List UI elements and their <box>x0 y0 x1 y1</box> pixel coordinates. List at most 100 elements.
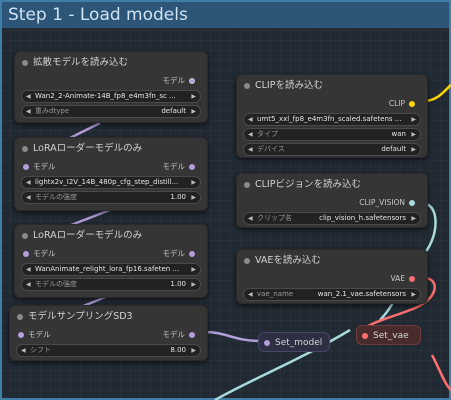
arrow-right-icon[interactable]: ▶ <box>191 266 196 273</box>
input-dot-icon[interactable] <box>23 251 29 257</box>
output-label: VAE <box>390 274 405 283</box>
output-port-model[interactable]: モデル <box>163 74 195 88</box>
collapse-dot-icon[interactable] <box>17 314 23 320</box>
node-title[interactable]: LoRAローダーモデルのみ <box>15 138 207 160</box>
arrow-left-icon[interactable]: ◀ <box>248 116 253 123</box>
node-diffusion-loader[interactable]: 拡散モデルを読み込む モデル ◀ Wan2_2-Animate-14B_fp8_… <box>14 51 208 123</box>
arrow-right-icon[interactable]: ▶ <box>411 131 416 138</box>
arrow-right-icon[interactable]: ▶ <box>191 179 196 186</box>
widget-lora-name[interactable]: ◀ lightx2v_I2V_14B_480p_cfg_step_distill… <box>21 176 201 189</box>
widget-type[interactable]: ◀ タイプ wan ▶ <box>243 128 421 141</box>
widget-label: 重みdtype <box>35 107 70 115</box>
arrow-right-icon[interactable]: ▶ <box>411 116 416 123</box>
widget-value: wan_2.1_vae.safetensors <box>317 290 406 298</box>
arrow-right-icon[interactable]: ▶ <box>411 215 416 222</box>
collapse-dot-icon[interactable] <box>22 60 28 66</box>
node-title[interactable]: モデルサンプリングSD3 <box>10 306 207 328</box>
node-clip-vision-loader[interactable]: CLIPビジョンを読み込む CLIP_VISION ◀ クリップ名 clip_v… <box>236 173 428 228</box>
input-dot-icon[interactable] <box>23 164 29 170</box>
widget-clip-name[interactable]: ◀ umt5_xxl_fp8_e4m3fn_scaled.safetens ..… <box>243 113 421 126</box>
output-dot-icon[interactable] <box>189 332 195 338</box>
input-port-model[interactable]: モデル <box>23 160 56 174</box>
collapse-dot-icon[interactable] <box>22 146 28 152</box>
group-title[interactable]: Step 1 - Load models <box>2 2 449 28</box>
input-port-model[interactable]: モデル <box>23 247 56 261</box>
input-dot-icon[interactable] <box>18 332 24 338</box>
arrow-right-icon[interactable]: ▶ <box>191 108 196 115</box>
wire-clipvision-long <box>214 328 351 400</box>
output-port-model[interactable]: モデル <box>162 328 195 342</box>
set-model-node[interactable]: Set_model <box>258 332 330 352</box>
output-port-row: モデル <box>15 74 207 88</box>
output-port-model[interactable]: モデル <box>163 247 195 261</box>
widget-device[interactable]: ◀ デバイス default ▶ <box>243 143 421 156</box>
output-port-vae[interactable]: VAE <box>390 272 415 286</box>
widget-model-strength[interactable]: ◀ モデルの強度 1.00 ▶ <box>21 278 201 291</box>
node-title[interactable]: VAEを読み込む <box>237 250 427 272</box>
output-port-clip-vision[interactable]: CLIP_VISION <box>359 196 415 210</box>
collapse-dot-icon[interactable] <box>244 258 250 264</box>
arrow-right-icon[interactable]: ▶ <box>191 347 196 354</box>
output-dot-icon[interactable] <box>409 200 415 206</box>
arrow-left-icon[interactable]: ◀ <box>248 146 253 153</box>
output-port-row: CLIP <box>237 97 427 111</box>
output-dot-icon[interactable] <box>189 164 195 170</box>
arrow-left-icon[interactable]: ◀ <box>26 281 31 288</box>
widget-clip-vision-name[interactable]: ◀ クリップ名 clip_vision_h.safetensors ▶ <box>243 212 421 225</box>
arrow-left-icon[interactable]: ◀ <box>26 179 31 186</box>
node-title[interactable]: CLIPを読み込む <box>237 75 427 97</box>
widget-model-strength[interactable]: ◀ モデルの強度 1.00 ▶ <box>21 191 201 204</box>
node-title[interactable]: LoRAローダーモデルのみ <box>15 225 207 247</box>
node-lora-loader-1[interactable]: LoRAローダーモデルのみ モデル モデル ◀ lightx2v_I2V_14B… <box>14 137 208 211</box>
node-title[interactable]: CLIPビジョンを読み込む <box>237 174 427 196</box>
output-dot-icon[interactable] <box>189 78 195 84</box>
node-title[interactable]: 拡散モデルを読み込む <box>15 52 207 74</box>
output-port-model[interactable]: モデル <box>162 160 195 174</box>
widget-label: vae_name <box>257 290 294 298</box>
arrow-left-icon[interactable]: ◀ <box>21 347 26 354</box>
widget-value: Wan2_2-Animate-14B_fp8_e4m3fn_sc ... <box>35 92 176 100</box>
node-vae-loader[interactable]: VAEを読み込む VAE ◀ vae_name wan_2.1_vae.safe… <box>236 249 428 304</box>
output-dot-icon[interactable] <box>409 101 415 107</box>
widget-lora-name[interactable]: ◀ WanAnimate_relight_lora_fp16.safeten .… <box>21 263 201 276</box>
widget-weight-dtype[interactable]: ◀ 重みdtype default ▶ <box>21 105 201 118</box>
input-dot-icon[interactable] <box>264 340 270 346</box>
arrow-right-icon[interactable]: ▶ <box>411 146 416 153</box>
node-model-sampling-sd3[interactable]: モデルサンプリングSD3 モデル モデル ◀ シフト 8.00 ▶ <box>9 305 208 361</box>
output-label: モデル <box>162 330 186 339</box>
arrow-left-icon[interactable]: ◀ <box>248 291 253 298</box>
output-label: モデル <box>162 162 186 171</box>
input-label: モデル <box>33 162 56 171</box>
arrow-left-icon[interactable]: ◀ <box>26 108 31 115</box>
output-port-clip[interactable]: CLIP <box>389 97 415 111</box>
widget-label: タイプ <box>257 130 278 138</box>
arrow-left-icon[interactable]: ◀ <box>26 93 31 100</box>
arrow-left-icon[interactable]: ◀ <box>248 215 253 222</box>
arrow-left-icon[interactable]: ◀ <box>26 266 31 273</box>
collapse-dot-icon[interactable] <box>244 182 250 188</box>
input-port-model[interactable]: モデル <box>18 328 51 342</box>
widget-value: clip_vision_h.safetensors <box>319 214 406 222</box>
wire-sampling-to-setmodel <box>203 330 263 343</box>
arrow-right-icon[interactable]: ▶ <box>191 281 196 288</box>
widget-shift[interactable]: ◀ シフト 8.00 ▶ <box>16 344 201 357</box>
arrow-right-icon[interactable]: ▶ <box>411 291 416 298</box>
widget-label: デバイス <box>257 145 285 153</box>
input-dot-icon[interactable] <box>362 333 368 339</box>
collapse-dot-icon[interactable] <box>22 233 28 239</box>
arrow-right-icon[interactable]: ▶ <box>191 93 196 100</box>
node-clip-loader[interactable]: CLIPを読み込む CLIP ◀ umt5_xxl_fp8_e4m3fn_sca… <box>236 74 428 158</box>
node-lora-loader-2[interactable]: LoRAローダーモデルのみ モデル モデル ◀ WanAnimate_relig… <box>14 224 208 298</box>
output-dot-icon[interactable] <box>189 251 195 257</box>
node-title-text: LoRAローダーモデルのみ <box>33 230 143 241</box>
output-dot-icon[interactable] <box>409 276 415 282</box>
widget-vae-name[interactable]: ◀ vae_name wan_2.1_vae.safetensors ▶ <box>243 288 421 301</box>
arrow-left-icon[interactable]: ◀ <box>26 194 31 201</box>
arrow-left-icon[interactable]: ◀ <box>248 131 253 138</box>
node-title-text: 拡散モデルを読み込む <box>33 57 129 68</box>
collapse-dot-icon[interactable] <box>244 83 250 89</box>
arrow-right-icon[interactable]: ▶ <box>191 194 196 201</box>
widget-unet-name[interactable]: ◀ Wan2_2-Animate-14B_fp8_e4m3fn_sc ... ▶ <box>21 90 201 103</box>
set-vae-node[interactable]: Set_vae <box>356 325 421 345</box>
